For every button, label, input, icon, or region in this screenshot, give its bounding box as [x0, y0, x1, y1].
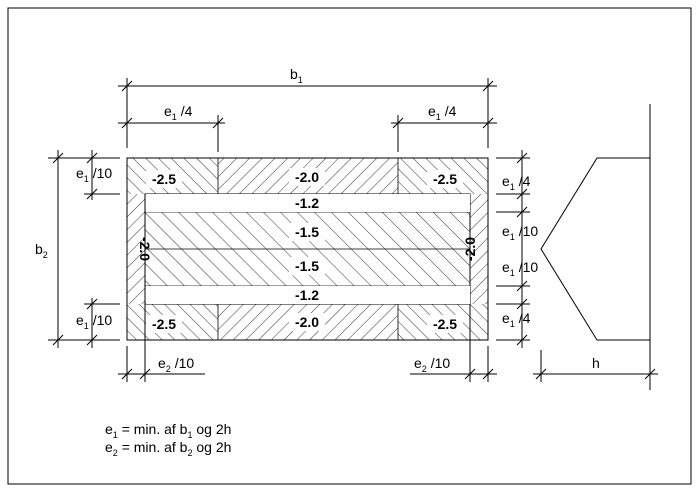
zone-label-corner-tr: -2.5: [433, 171, 457, 187]
roof-plan: -2.5 -2.0 -2.5 -1.2 -1.5 -1.5 -1.2 -2.5 …: [126, 157, 489, 341]
dim-label-e2-10-right: e2 /10: [414, 355, 450, 374]
zone-label-corner-br: -2.5: [433, 316, 457, 332]
note-e2: e2 = min. af b2 og 2h: [105, 439, 231, 458]
zone-label-strip-bottom: -1.2: [295, 287, 319, 303]
dim-label-e1-4-right: e1 /4: [428, 103, 457, 122]
zone-edge-right: [470, 194, 488, 304]
dimension-labels: b1 e1 /4 e1 /4 b2 e1 /10 e1 /10 e1 /4 e1…: [35, 66, 600, 374]
zone-label-edge-left: -2.0: [137, 237, 153, 261]
dim-label-e1-10-left-bottom: e1 /10: [76, 312, 112, 331]
definition-notes: e1 = min. af b1 og 2h e2 = min. af b2 og…: [105, 421, 231, 458]
zone-label-edge-top: -2.0: [295, 169, 319, 185]
dim-label-e1-4-left: e1 /4: [164, 103, 193, 122]
zone-label-inner-top: -1.5: [295, 224, 319, 240]
dim-label-e1-10-left-top: e1 /10: [76, 165, 112, 184]
dim-label-e1-4-right-bottom: e1 /4: [502, 310, 531, 329]
dim-label-h: h: [592, 355, 600, 371]
zone-label-corner-tl: -2.5: [152, 171, 176, 187]
roof-section: [540, 104, 651, 390]
zone-edge-left: [127, 194, 145, 304]
zone-label-inner-bottom: -1.5: [295, 258, 319, 274]
dim-label-e1-10-right-top: e1 /10: [502, 223, 538, 242]
dim-label-b1: b1: [290, 66, 303, 85]
dim-label-b2: b2: [35, 241, 48, 260]
zone-label-strip-top: -1.2: [295, 195, 319, 211]
dim-label-e2-10-left: e2 /10: [158, 355, 194, 374]
zone-label-edge-bottom: -2.0: [295, 314, 319, 330]
dim-label-e1-4-right-top: e1 /4: [502, 173, 531, 192]
dimension-lines: [48, 78, 658, 382]
zone-label-corner-bl: -2.5: [152, 316, 176, 332]
dim-label-e1-10-right-bottom: e1 /10: [502, 259, 538, 278]
zone-label-edge-right: -2.0: [462, 237, 478, 261]
note-e1: e1 = min. af b1 og 2h: [105, 421, 231, 440]
